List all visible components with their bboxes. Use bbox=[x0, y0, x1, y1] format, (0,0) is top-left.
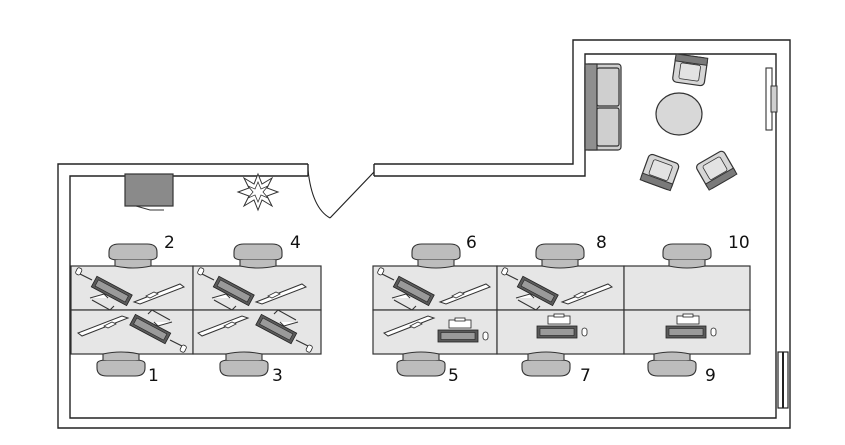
tv-icon bbox=[765, 67, 778, 131]
desk-block-right bbox=[372, 265, 751, 355]
workstation-label: 4 bbox=[290, 233, 301, 253]
workstation-1: 1 bbox=[77, 309, 188, 386]
armchair-icon bbox=[639, 153, 680, 192]
workstation-label: 10 bbox=[728, 233, 750, 253]
workstation-label: 8 bbox=[596, 233, 607, 253]
workstation-8: 8 bbox=[500, 233, 613, 311]
workstation-label: 6 bbox=[466, 233, 477, 253]
workstation-7: 7 bbox=[521, 313, 591, 386]
workstation-label: 9 bbox=[705, 366, 716, 386]
workstation-3: 3 bbox=[197, 309, 314, 386]
workstation-label: 7 bbox=[580, 366, 591, 386]
workstation-9: 9 bbox=[647, 313, 717, 386]
workstation-label: 2 bbox=[164, 233, 175, 253]
workstation-label: 1 bbox=[148, 366, 159, 386]
window-icon bbox=[777, 351, 789, 409]
cabinet-icon bbox=[124, 173, 174, 211]
desk-block-left bbox=[70, 265, 322, 355]
workstation-5: 5 bbox=[383, 315, 489, 386]
workstation-6: 6 bbox=[376, 233, 491, 311]
armchair-icon bbox=[672, 53, 709, 87]
round-table-icon bbox=[655, 92, 703, 136]
plant-icon bbox=[236, 172, 280, 212]
workstation-4: 4 bbox=[196, 233, 307, 311]
door-icon bbox=[307, 169, 375, 219]
workstation-label: 5 bbox=[448, 366, 459, 386]
workstation-label: 3 bbox=[272, 366, 283, 386]
sofa-icon bbox=[584, 63, 622, 151]
armchair-icon bbox=[696, 150, 738, 191]
workstation-2: 2 bbox=[74, 233, 185, 311]
workstation-10: 10 bbox=[662, 233, 750, 269]
